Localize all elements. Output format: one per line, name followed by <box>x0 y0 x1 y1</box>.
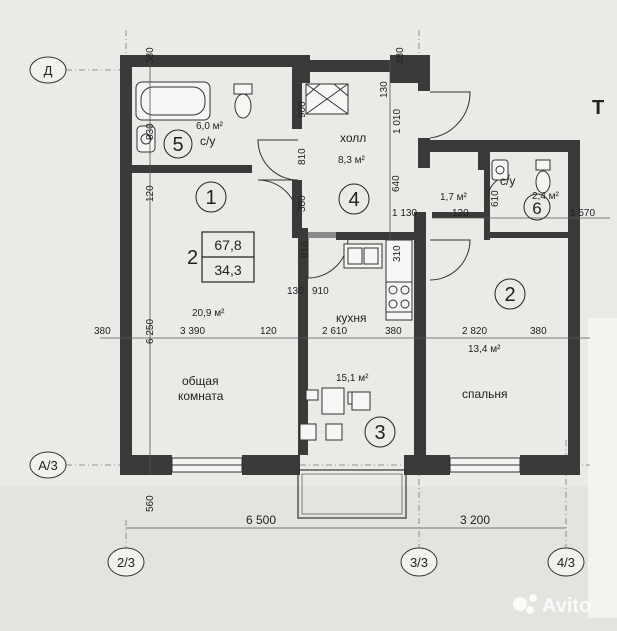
toilet-1 <box>233 83 253 119</box>
kitchen-table <box>299 387 371 441</box>
dim-610: 610 <box>490 190 501 207</box>
dim-380-r: 380 <box>530 326 547 337</box>
room-2-name: спальня <box>462 387 508 401</box>
room-6-name: с/у <box>500 174 515 188</box>
dim-2820: 2 820 <box>462 326 487 337</box>
axis-bubble-2-3: 2/3 <box>107 547 145 577</box>
dim-810: 810 <box>297 148 308 165</box>
room-1-name-line2: комната <box>178 389 224 403</box>
room-1-name-line1: общая <box>182 374 219 388</box>
dim-130: 130 <box>379 81 390 98</box>
axis-bubble-d: Д <box>29 56 67 84</box>
room-3-name: кухня <box>336 311 367 325</box>
summary-living: 34,3 <box>214 262 241 278</box>
toilet-2 <box>535 159 551 194</box>
watermark-text: Avito <box>542 595 591 617</box>
kitchen-sink <box>343 243 383 269</box>
dim-120-left: 120 <box>145 185 156 202</box>
dim-900: 900 <box>297 101 308 118</box>
dim-120-closet: 120 <box>452 208 469 219</box>
dim-3390: 3 390 <box>180 326 205 337</box>
stove <box>385 281 413 313</box>
room-5: 5 6,0 м² с/у <box>163 121 224 159</box>
room-6-area: 2,4 м² <box>532 191 560 202</box>
dim-6500: 6 500 <box>246 513 276 527</box>
dim-380-b: 380 <box>385 326 402 337</box>
dim-1130: 1 130 <box>392 208 417 219</box>
room-4-number: 4 <box>348 189 359 211</box>
axis-bubble-3-3: 3/3 <box>400 547 438 577</box>
summary-total: 67,8 <box>214 237 241 253</box>
dim-2610: 2 610 <box>322 326 347 337</box>
room-6: 6 2,4 м² с/у <box>500 174 560 221</box>
dim-910-v: 910 <box>300 241 311 258</box>
dim-830: 830 <box>145 123 156 140</box>
room-3-area: 15,1 м² <box>336 373 369 384</box>
room-1: 1 20,9 м² общая комната <box>178 181 227 403</box>
dim-1010: 1 010 <box>392 109 403 134</box>
paper-sheet-right <box>588 318 617 618</box>
corner-letter: Т <box>592 97 604 119</box>
doors <box>257 91 511 281</box>
windows <box>171 457 521 473</box>
dimension-lines <box>100 60 610 529</box>
sink-2 <box>491 159 509 181</box>
sink-1 <box>136 125 156 153</box>
room-5-name: с/у <box>200 134 215 148</box>
summary-box: 2 67,8 34,3 <box>187 231 255 283</box>
axis-label-4-3: 4/3 <box>557 555 575 570</box>
room-5-area: 6,0 м² <box>196 121 224 132</box>
dim-3200: 3 200 <box>460 513 490 527</box>
dim-6250: 6 250 <box>145 319 156 344</box>
dim-910-k: 910 <box>312 286 329 297</box>
axis-label-3-3: 3/3 <box>410 555 428 570</box>
axis-label-2-3: 2/3 <box>117 555 135 570</box>
dim-560: 560 <box>145 495 156 512</box>
room-2: 2 13,4 м² спальня <box>462 278 526 401</box>
room-4-name: холл <box>340 131 366 145</box>
dim-640: 640 <box>391 175 402 192</box>
axis-label-d: Д <box>44 63 53 78</box>
ventilation-shaft <box>305 83 349 115</box>
bathtub <box>135 81 211 121</box>
avito-watermark: Avito <box>513 594 591 617</box>
room-1-area: 20,9 м² <box>192 308 225 319</box>
room-4: 4 8,3 м² холл <box>338 131 370 215</box>
room-2-number: 2 <box>504 284 515 306</box>
summary-rooms: 2 <box>187 247 198 269</box>
axis-label-a3: А/3 <box>38 458 58 473</box>
room-2-area: 13,4 м² <box>468 344 501 355</box>
axis-bubble-a3: А/3 <box>29 451 67 479</box>
room-3-number: 3 <box>374 422 385 444</box>
room-4-area: 8,3 м² <box>338 155 366 166</box>
dim-380-top2: 380 <box>395 47 406 64</box>
dim-380-mid: 380 <box>297 195 308 212</box>
axis-bubble-4-3: 4/3 <box>547 547 585 577</box>
room-5-number: 5 <box>172 134 183 156</box>
dim-120-a: 120 <box>260 326 277 337</box>
dim-310: 310 <box>392 245 403 262</box>
dim-130-k: 130 <box>287 286 304 297</box>
dim-1570: 1 570 <box>570 208 595 219</box>
balcony <box>297 469 407 519</box>
room-3: 3 15,1 м² кухня <box>336 311 396 448</box>
room-6-number: 6 <box>532 199 541 218</box>
exterior-walls <box>120 55 580 475</box>
dim-380-l: 380 <box>94 326 111 337</box>
room-1-number: 1 <box>205 187 216 209</box>
closet-area: 1,7 м² <box>440 192 468 203</box>
dim-380-top: 380 <box>145 47 156 64</box>
